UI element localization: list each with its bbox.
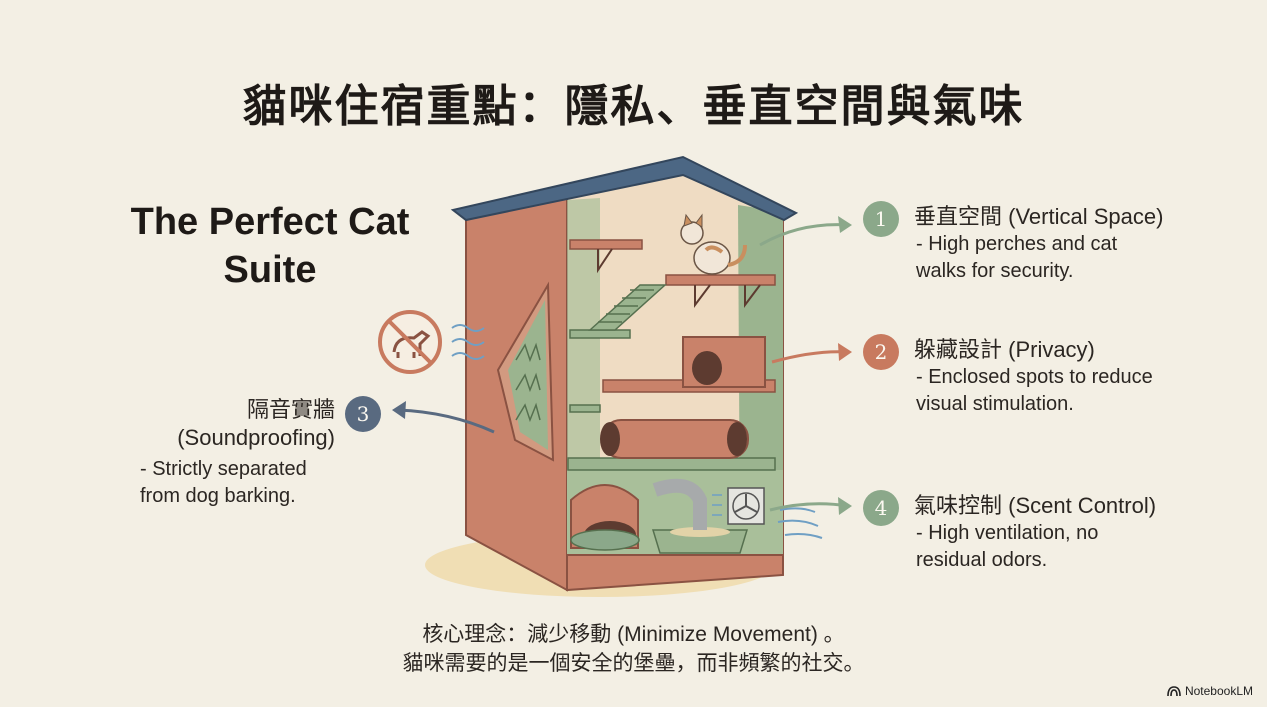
feature-2-title: 躲藏設計 (Privacy) [914,337,1095,362]
feature-1-title: 垂直空間 (Vertical Space) [914,204,1164,229]
feature-3-title-en: (Soundproofing) [177,425,335,450]
feature-3-description: - Strictly separated from dog barking. [140,458,307,507]
brand: NotebookLM [1167,684,1253,698]
feature-privacy: 躲藏設計 (Privacy) - Enclosed spots to reduc… [914,336,1244,418]
feature-1-badge: 1 [863,201,899,237]
feature-4-description: - High ventilation, no residual odors. [916,522,1099,571]
feature-2-description: - Enclosed spots to reduce visual stimul… [916,366,1153,415]
no-dog-icon [378,310,442,374]
feature-1-number: 1 [874,207,888,231]
feature-4-number: 4 [874,496,888,520]
feature-scent-control: 氣味控制 (Scent Control) - High ventilation,… [914,492,1244,574]
cat-illustration [680,213,747,275]
page-title: 貓咪住宿重點：隱私、垂直空間與氣味 [242,81,1025,132]
feature-soundproofing: 隔音實牆 (Soundproofing) [125,396,335,452]
core-concept-line-1: 核心理念：減少移動 (Minimize Movement) 。 [422,623,845,646]
brand-label: NotebookLM [1184,684,1253,698]
subtitle: The Perfect Cat Suite [130,201,410,291]
feature-3-badge: 3 [345,396,381,432]
sound-wave-icon [451,324,485,360]
feature-2-badge: 2 [863,334,899,370]
core-concept: 核心理念：減少移動 (Minimize Movement) 。 貓咪需要的是一個… [0,620,1267,678]
feature-3-title-zh: 隔音實牆 [246,397,335,422]
feature-vertical-space: 垂直空間 (Vertical Space) - High perches and… [914,203,1244,285]
notebooklm-logo-icon [1167,686,1181,697]
feature-4-badge: 4 [863,490,899,526]
feature-3-description-box: - Strictly separated from dog barking. [140,456,340,510]
feature-4-title: 氣味控制 (Scent Control) [914,493,1157,518]
core-concept-line-2: 貓咪需要的是一個安全的堡壘，而非頻繁的社交。 [402,652,865,675]
feature-2-number: 2 [874,340,888,364]
feature-1-description: - High perches and cat walks for securit… [916,233,1118,282]
feature-3-number: 3 [356,402,370,426]
